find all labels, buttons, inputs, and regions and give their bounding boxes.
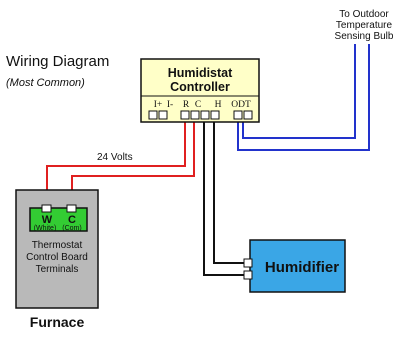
terminal-screw-i-plus: [148, 110, 158, 120]
terminal-screw-h: [210, 110, 220, 120]
furnace: W (White) C (Com) Thermostat Control Boa…: [15, 189, 99, 309]
black-wires: [201, 118, 247, 278]
outdoor-note-line2: Temperature: [336, 20, 393, 31]
terminal-screw-c2: [200, 110, 210, 120]
terminal-w-label: W: [42, 214, 53, 226]
terminal-label-c: C: [195, 100, 201, 110]
terminal-c-sublabel: (Com): [62, 225, 81, 232]
humidifier-label: Humidifier: [265, 259, 339, 276]
voltage-label: 24 Volts: [97, 152, 133, 163]
diagram-title: Wiring Diagram: [6, 53, 109, 70]
humidifier-terminal-2: [243, 270, 253, 280]
terminal-screw-odt2: [243, 110, 253, 120]
terminal-label-r: R: [183, 100, 190, 110]
outdoor-note-line3: Sensing Bulb: [335, 31, 394, 42]
outdoor-note-line1: To Outdoor: [339, 9, 389, 20]
terminal-label-odt: ODT: [231, 100, 251, 110]
terminal-screw-odt1: [233, 110, 243, 120]
terminal-screw-c: [190, 110, 200, 120]
terminal-label-h: H: [215, 100, 222, 110]
diagram-subtitle: (Most Common): [6, 77, 85, 89]
thermostat-caption-line3: Terminals: [36, 264, 79, 275]
humidistat-controller: Humidistat Controller I+ I- R C H ODT: [140, 58, 260, 123]
humidifier: Humidifier: [243, 239, 346, 293]
controller-title-line2: Controller: [170, 80, 230, 94]
blue-wires: [235, 44, 372, 153]
terminal-screw-r: [180, 110, 190, 120]
terminal-w-sublabel: (White): [34, 225, 57, 232]
thermostat-caption-line1: Thermostat: [32, 240, 83, 251]
terminal-board: [29, 207, 88, 232]
terminal-screw-i-minus: [158, 110, 168, 120]
terminal-label-i-plus: I+: [154, 100, 163, 110]
terminal-screw-w: [41, 204, 52, 213]
terminal-label-i-minus: I-: [167, 100, 173, 110]
humidifier-terminal-1: [243, 258, 253, 268]
terminal-c-label: C: [68, 214, 76, 226]
furnace-label: Furnace: [30, 314, 85, 330]
controller-title-line1: Humidistat: [168, 66, 233, 80]
terminal-screw-furnace-c: [66, 204, 77, 213]
thermostat-caption-line2: Control Board: [26, 252, 88, 263]
